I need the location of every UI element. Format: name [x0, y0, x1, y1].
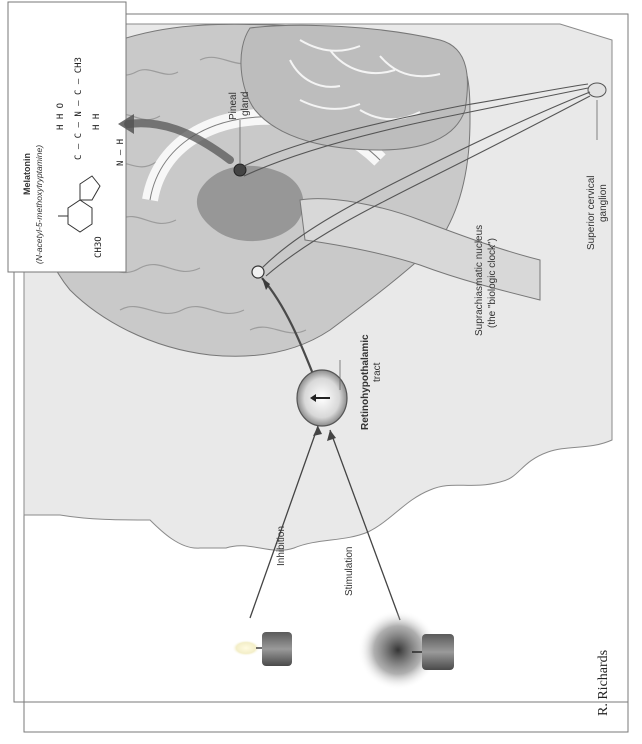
candle-lit [232, 632, 292, 666]
scn-label-line1: Suprachiasmatic nucleus [474, 225, 485, 336]
pineal-label-line2: gland [240, 92, 251, 116]
scn-label-line2: (the "biologic clock") [487, 238, 498, 328]
candle-dark [358, 610, 454, 690]
chem-ch3o: CH3O [94, 236, 104, 258]
stimulation-label: Stimulation [344, 547, 355, 596]
inhibition-label: Inhibition [276, 526, 287, 566]
melatonin-box [8, 2, 126, 272]
chem-row-h-bottom: H H [92, 114, 102, 130]
melatonin-title: Melatonin [22, 153, 32, 195]
chem-chain: C – C – N – C – CH3 [74, 57, 84, 160]
scg-label-line2: ganglion [598, 184, 609, 222]
artist-credit: R. Richards [596, 650, 612, 716]
scg-label-line1: Superior cervical [586, 176, 597, 250]
rht-label-line1: Retinohypothalamic [360, 334, 371, 430]
melatonin-subtitle: (N-acetyl-5-methoxytryptamine) [34, 145, 44, 264]
scg-node [588, 83, 606, 97]
chem-row-h-top: H H O [56, 103, 66, 130]
rht-label-line2: tract [372, 363, 383, 382]
chem-nh: N – H [116, 139, 126, 166]
pineal-label-line1: Pineal [228, 92, 239, 120]
